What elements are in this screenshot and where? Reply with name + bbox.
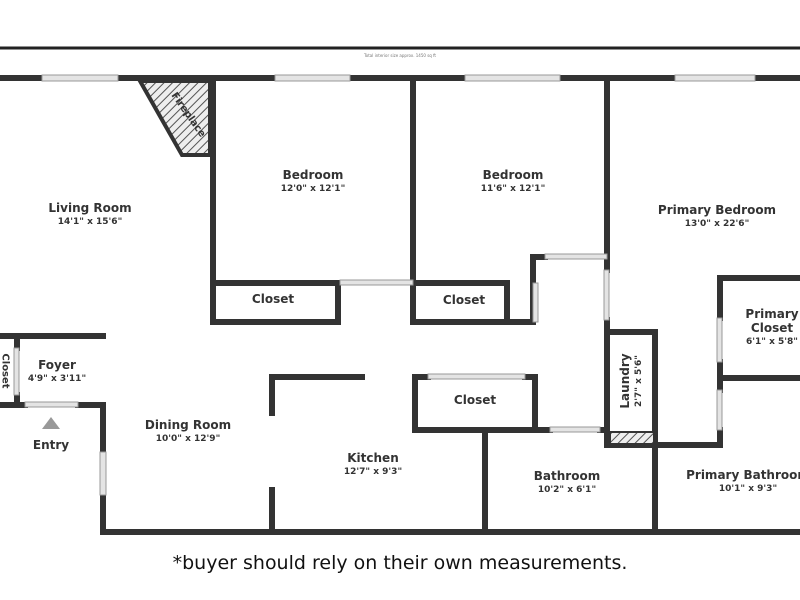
disclaimer-text: *buyer should rely on their own measurem… bbox=[172, 552, 628, 574]
total-area-note: Total interior size approx. 1450 sq ft bbox=[363, 53, 436, 58]
laundry-hatch bbox=[609, 431, 655, 445]
entry-arrow-icon bbox=[42, 417, 60, 429]
fireplace bbox=[136, 79, 212, 157]
windows bbox=[13, 74, 756, 496]
room-closet-2: Closet bbox=[442, 293, 486, 307]
walls bbox=[0, 75, 800, 535]
room-closet-3: Closet bbox=[453, 393, 497, 407]
room-left-closet: Closet bbox=[0, 353, 11, 389]
room-closet-1: Closet bbox=[251, 292, 295, 306]
entry-label: Entry bbox=[32, 438, 70, 452]
